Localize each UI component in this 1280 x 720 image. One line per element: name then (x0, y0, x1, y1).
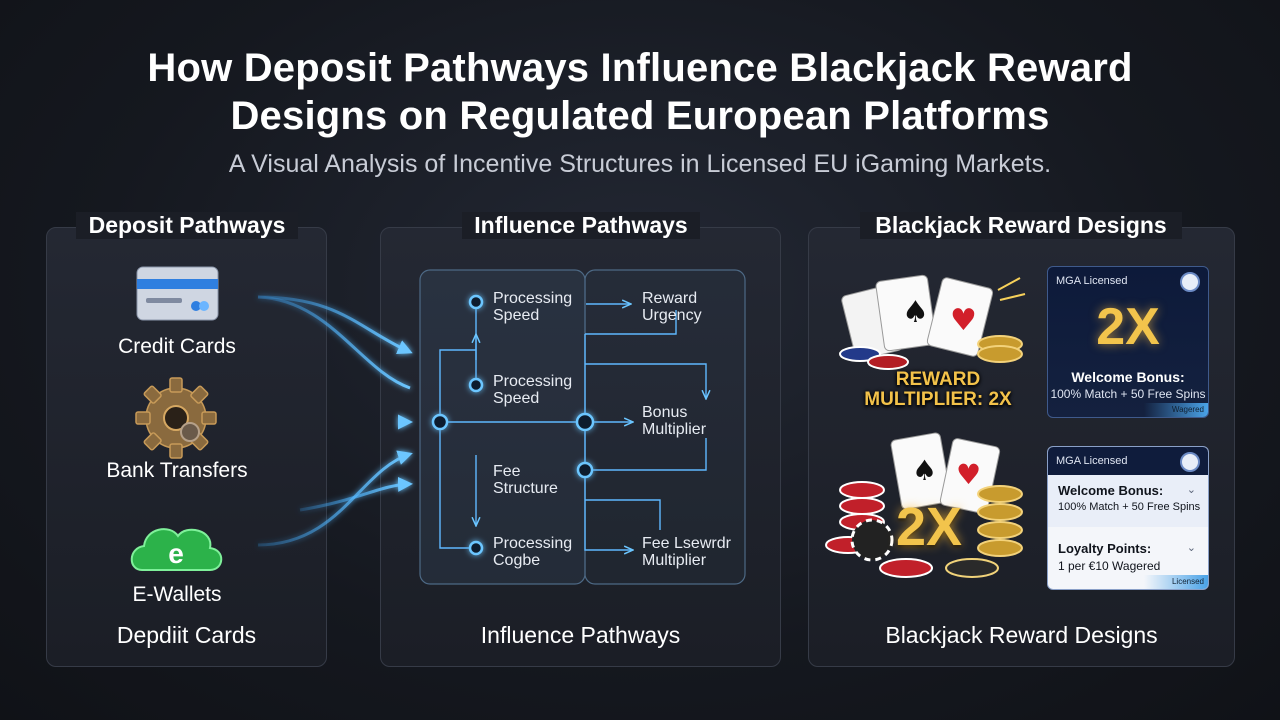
influence-panel (380, 227, 781, 667)
deposit-e-wallets-label: E-Wallets (132, 583, 222, 606)
page-subtitle: A Visual Analysis of Incentive Structure… (228, 150, 1052, 178)
node-processing-speed-1: Processing Speed (493, 290, 572, 324)
svg-text:♠: ♠ (912, 454, 937, 487)
gear-icon-shape (135, 377, 217, 459)
node-bonus-multiplier: Bonus Multiplier (642, 404, 706, 438)
chevron-down-icon: ⌄ (1186, 542, 1196, 554)
node-label-line: Speed (493, 307, 540, 324)
node-label-line: Structure (493, 480, 558, 497)
page-title: How Deposit Pathways Influence Blackjack… (0, 44, 1280, 140)
cloud-e-icon-shape: e (130, 528, 223, 571)
license-seal-icon (1180, 272, 1200, 292)
license-label: MGA Licensed (1056, 455, 1128, 467)
svg-text:♥: ♥ (950, 303, 977, 338)
loyalty-section[interactable]: Loyalty Points: 1 per €10 Wagered ⌄ (1048, 533, 1208, 577)
internal-connectors (439, 302, 706, 550)
node-label-line: Processing (493, 373, 573, 390)
card-corner-tag: Licensed (1144, 575, 1208, 589)
deposit-panel-heading: Deposit Pathways (76, 212, 298, 239)
loyalty-title: Loyalty Points: (1058, 541, 1152, 556)
reward-line-1: REWARD (895, 369, 981, 390)
node-label-line: Fee Lsewrdr (642, 535, 731, 552)
svg-text:♥: ♥ (956, 458, 981, 491)
card-corner-tag: Wagered (1144, 403, 1208, 417)
flow-nodes (431, 294, 595, 556)
reward-panel-footer: Blackjack Reward Designs (885, 622, 1158, 648)
node-processing-speed-2: Processing Speed (493, 373, 572, 407)
license-seal-icon (1180, 452, 1200, 472)
node-label-line: Processing (493, 290, 573, 307)
credit-card-icon-shape (136, 266, 219, 321)
title-line-1: How Deposit Pathways Influence Blackjack… (147, 46, 1133, 90)
card-multiplier: 2X (1096, 298, 1160, 356)
welcome-bonus-title: Welcome Bonus: (1058, 483, 1164, 498)
deposit-bank-transfers-label: Bank Transfers (106, 459, 248, 482)
title-line-2: Designs on Regulated European Platforms (230, 94, 1050, 138)
node-label-line: Urgency (642, 307, 702, 324)
node-fee-structure: Fee Structure (493, 463, 558, 497)
reward-line-2: MULTIPLIER: 2X (864, 389, 1012, 410)
node-label-line: Multiplier (642, 552, 707, 569)
svg-text:♠: ♠ (902, 295, 929, 330)
bonus-card-mga: MGA Licensed 2X Welcome Bonus: 100% Matc… (1047, 266, 1209, 418)
welcome-bonus-title: Welcome Bonus: (1071, 369, 1185, 385)
node-label-line: Speed (493, 390, 540, 407)
license-label: MGA Licensed (1056, 275, 1128, 287)
svg-text:e: e (168, 538, 184, 569)
deposit-credit-cards-label: Credit Cards (118, 335, 236, 358)
chips-2x-badge: 2X (896, 497, 963, 557)
influence-panel-heading: Influence Pathways (462, 212, 700, 239)
bonus-card-loyalty: MGA Licensed Welcome Bonus: 100% Match +… (1047, 446, 1209, 590)
node-label-line: Multiplier (642, 421, 707, 438)
welcome-bonus-section[interactable]: Welcome Bonus: 100% Match + 50 Free Spin… (1048, 475, 1208, 527)
cards-chips-top: ♠ ♥ (839, 274, 1026, 370)
node-label-line: Bonus (642, 404, 688, 421)
welcome-bonus-text: 100% Match + 50 Free Spins (1058, 501, 1201, 513)
welcome-bonus-text: 100% Match + 50 Free Spins (1050, 387, 1206, 401)
cards-chips-bottom: ♠ ♥ (825, 432, 1023, 578)
node-label-line: Processing (493, 535, 573, 552)
node-label-line: Reward (642, 290, 698, 307)
node-label-line: Fee (493, 463, 521, 480)
influence-panel-footer: Influence Pathways (480, 622, 681, 648)
input-arrows (257, 295, 413, 547)
deposit-panel-footer: Depdiit Cards (116, 622, 257, 648)
node-fee-multiplier: Fee Lsewrdr Multiplier (642, 535, 731, 569)
node-processing-cogbe: Processing Cogbe (493, 535, 572, 569)
node-label-line: Cogbe (493, 552, 541, 569)
loyalty-text: 1 per €10 Wagered (1058, 559, 1161, 573)
chevron-down-icon: ⌄ (1186, 484, 1196, 496)
node-reward-urgency: Reward Urgency (642, 290, 702, 324)
reward-multiplier-label: REWARD MULTIPLIER: 2X (848, 370, 1028, 410)
reward-panel-heading: Blackjack Reward Designs (860, 212, 1182, 239)
